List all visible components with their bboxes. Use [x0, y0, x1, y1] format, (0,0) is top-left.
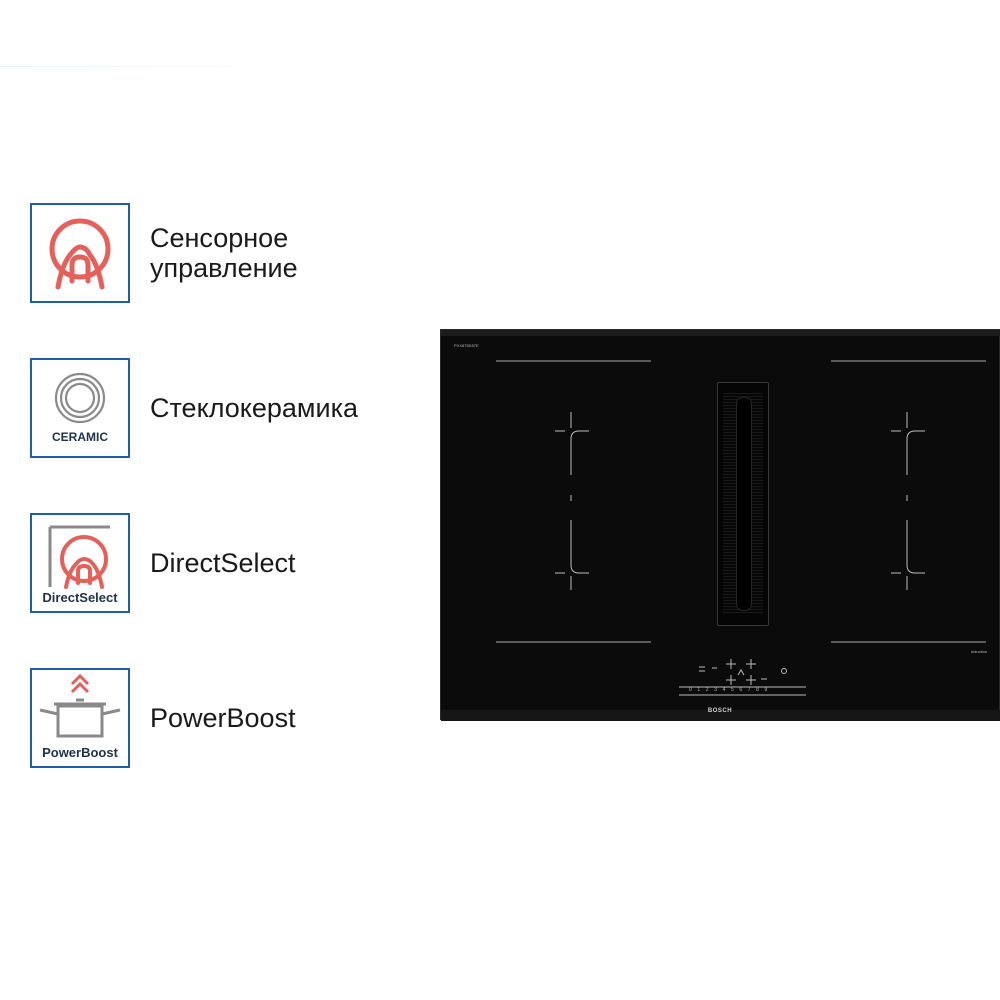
feature-glass-ceramic: CERAMIC Стеклокерамика [30, 358, 410, 458]
hob-markings [441, 330, 1000, 721]
icon-caption: CERAMIC [52, 430, 108, 444]
downdraft-vent [717, 382, 769, 626]
slider-digit: 0 [689, 687, 698, 693]
touch-control-icon [30, 203, 130, 303]
slider-digit: 8 [756, 687, 765, 693]
feature-label: Стеклокерамика [150, 393, 358, 423]
vent-slot [736, 397, 752, 611]
slider-digit: 7 [747, 687, 757, 693]
feature-direct-select: DirectSelect DirectSelect [30, 513, 410, 613]
slider-digit: 6 [739, 687, 748, 693]
feature-label: DirectSelect [150, 548, 296, 578]
model-code: PXX875D57E [454, 343, 479, 348]
power-boost-icon: PowerBoost [30, 668, 130, 768]
feature-touch-control: Сенсорное управление [30, 203, 410, 303]
induction-hob-image: PXX875D57E induction 0123456789 BOSCH [440, 329, 1000, 721]
feature-label: Сенсорное управление [150, 223, 298, 283]
icon-caption: PowerBoost [42, 745, 118, 760]
feature-label: PowerBoost [150, 703, 296, 733]
ceramic-icon: CERAMIC [30, 358, 130, 458]
feature-power-boost: PowerBoost PowerBoost [30, 668, 410, 768]
slider-digit: 5 [730, 687, 740, 693]
direct-select-icon: DirectSelect [30, 513, 130, 613]
slider-digit: 4 [722, 687, 731, 693]
slider-digit: 2 [705, 687, 715, 693]
icon-caption: DirectSelect [42, 590, 118, 605]
brand-logo: BOSCH [707, 708, 733, 714]
slider-digit: 3 [714, 687, 723, 693]
slider-scale: 0123456789 [689, 687, 773, 693]
induction-label: induction [971, 649, 988, 654]
top-divider [0, 66, 230, 67]
slider-digit: 9 [764, 687, 773, 693]
slider-digit: 1 [697, 687, 706, 693]
